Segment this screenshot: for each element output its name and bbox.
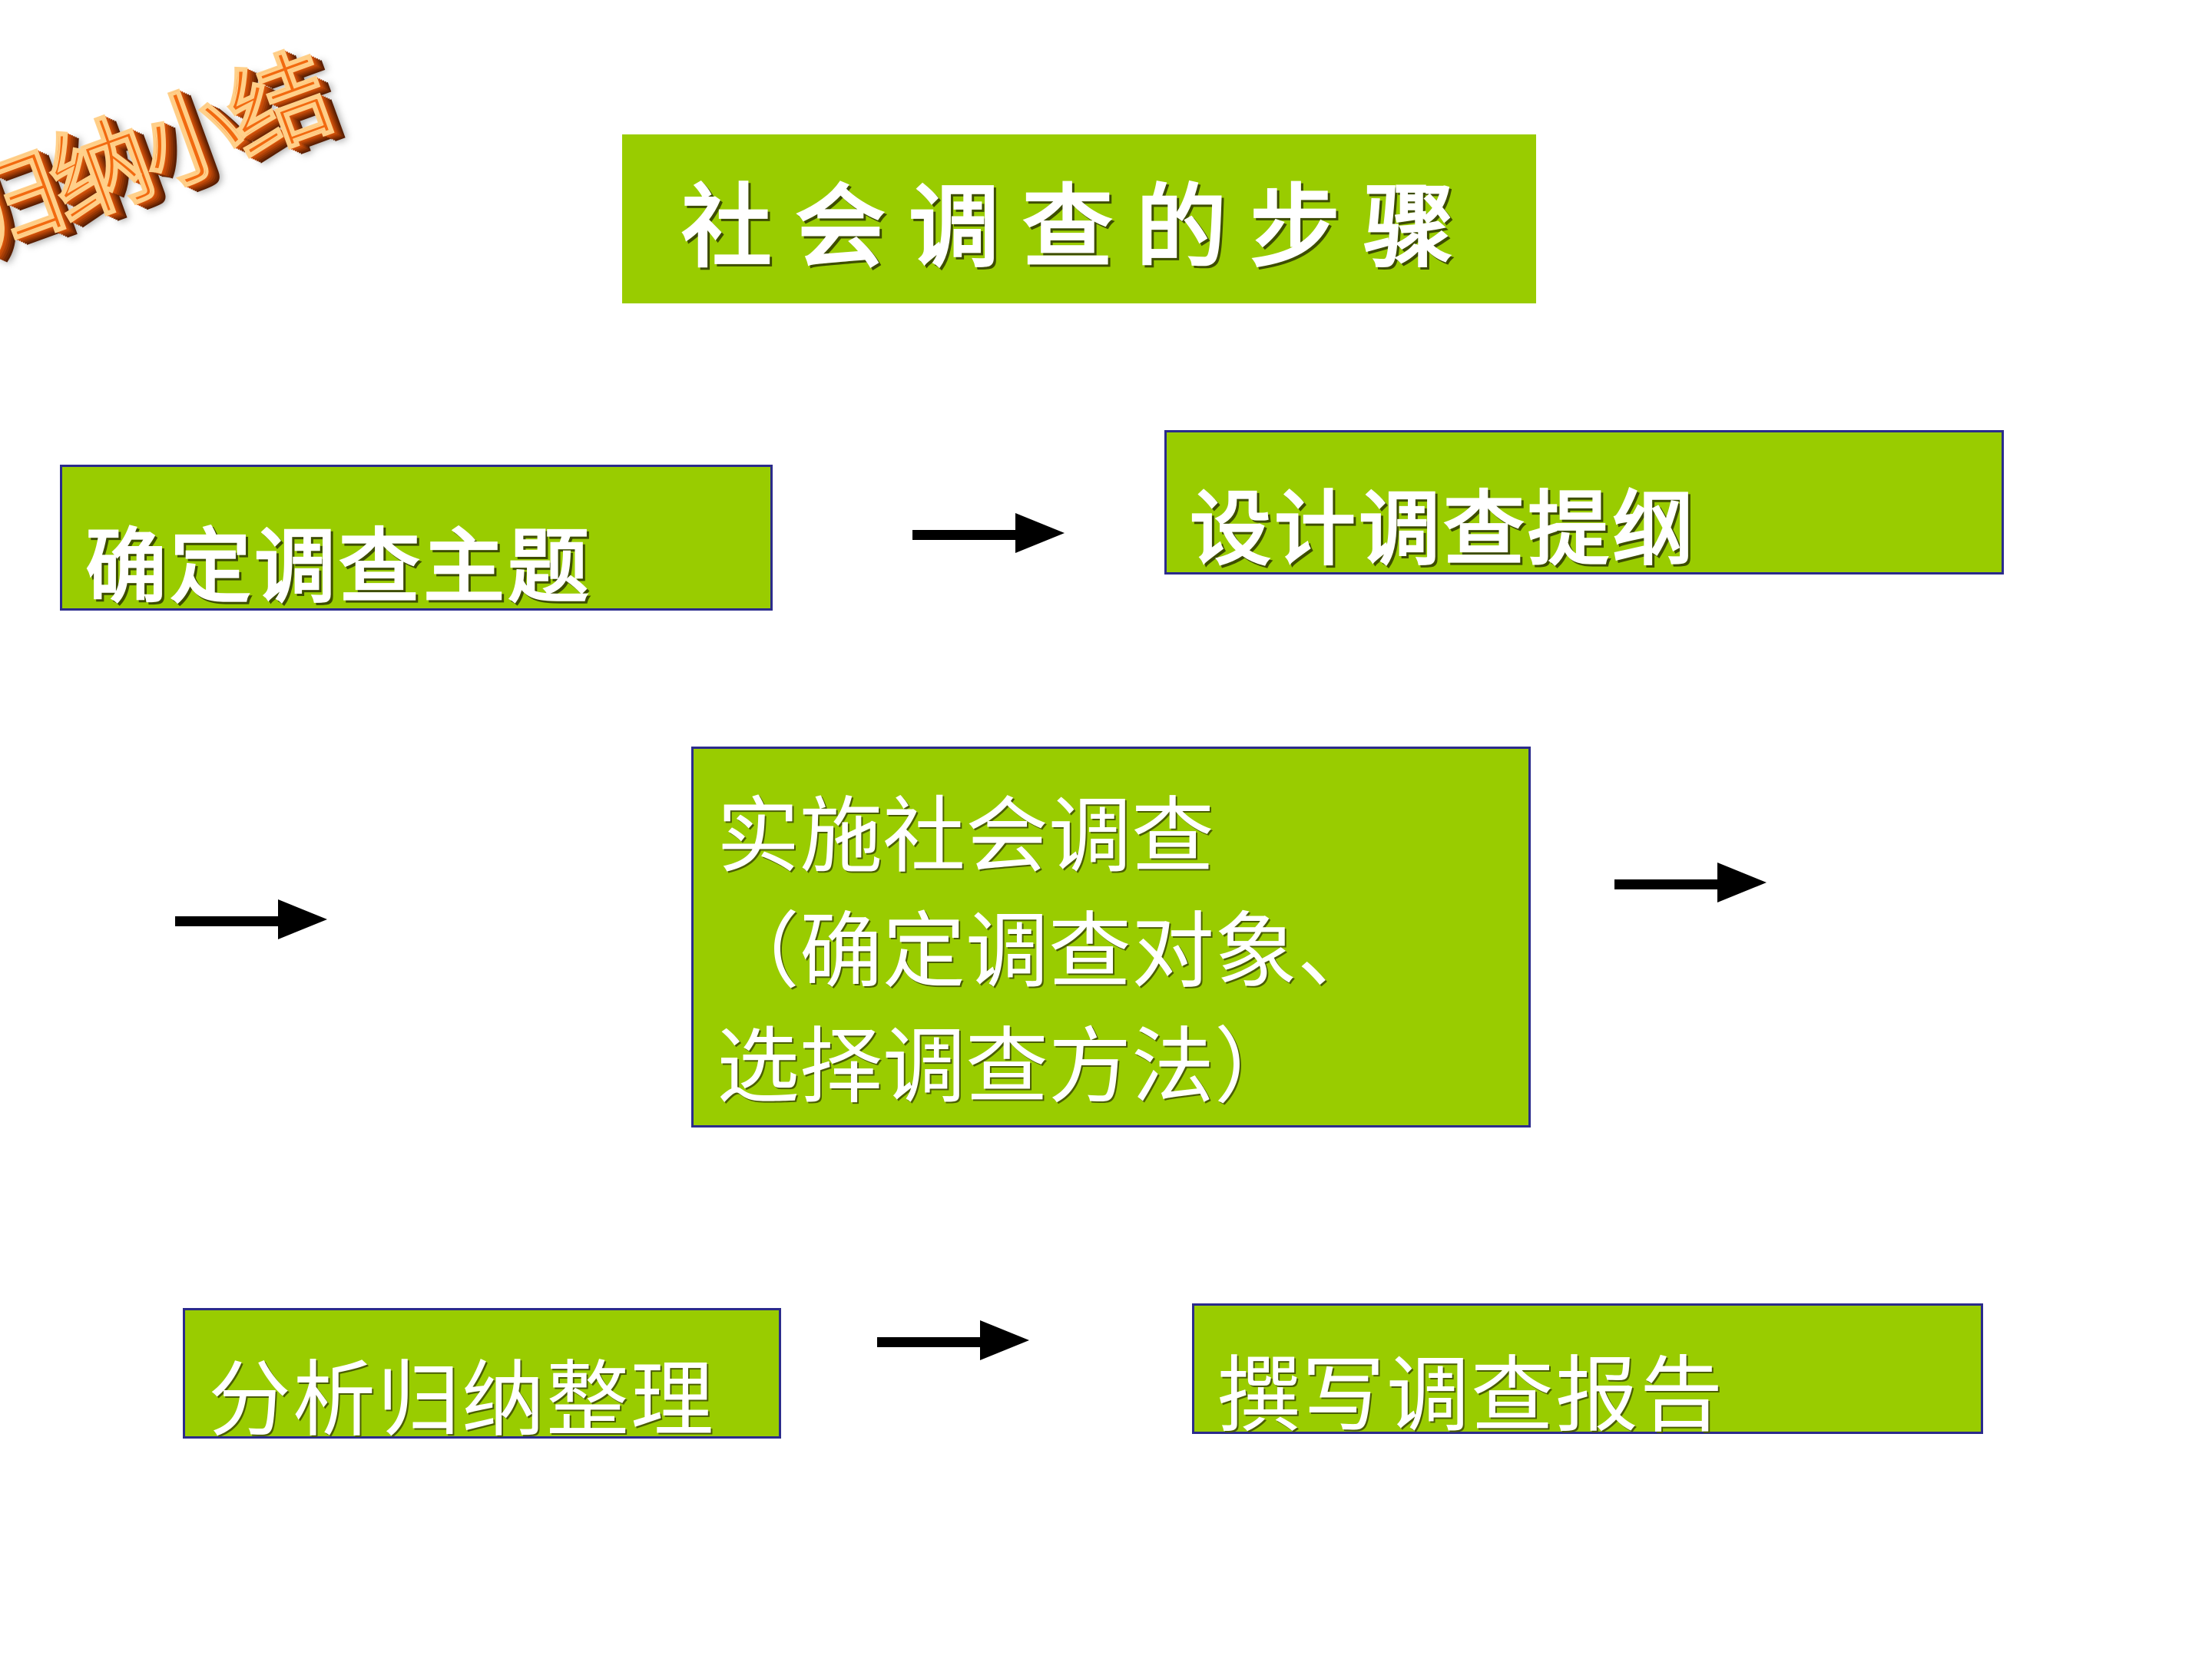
summary-badge: 归纳小结 xyxy=(0,0,463,361)
step-box-3: 实施社会调查 （确定调查对象、 选择调查方法） xyxy=(691,747,1531,1128)
step-box-5: 撰写调查报告 xyxy=(1192,1303,1983,1444)
step-label-2: 设计调查提纲 xyxy=(1190,481,1697,577)
step-label-4: 分析归纳整理 xyxy=(208,1353,716,1449)
summary-badge-text: 归纳小结 xyxy=(0,34,343,276)
step-box-4: 分析归纳整理 xyxy=(183,1308,781,1449)
arrow-3-4 xyxy=(1614,863,1767,902)
arrow-2-3 xyxy=(175,899,327,939)
step-label-3-line2: （确定调查对象、 xyxy=(717,904,1381,1000)
step-label-3-line3: 选择调查方法） xyxy=(717,1019,1298,1115)
step-label-3-line1: 实施社会调查 xyxy=(717,789,1215,885)
step-box-1: 确定调查主题 xyxy=(60,465,773,614)
step-label-5: 撰写调查报告 xyxy=(1217,1348,1725,1444)
step-box-2: 设计调查提纲 xyxy=(1164,430,2004,577)
page-title-box: 社会调查的步骤 xyxy=(622,134,1536,303)
arrow-4-5 xyxy=(877,1320,1029,1360)
step-label-1: 确定调查主题 xyxy=(85,518,592,614)
arrow-1-2 xyxy=(912,513,1065,553)
page-title: 社会调查的步骤 xyxy=(680,173,1477,280)
